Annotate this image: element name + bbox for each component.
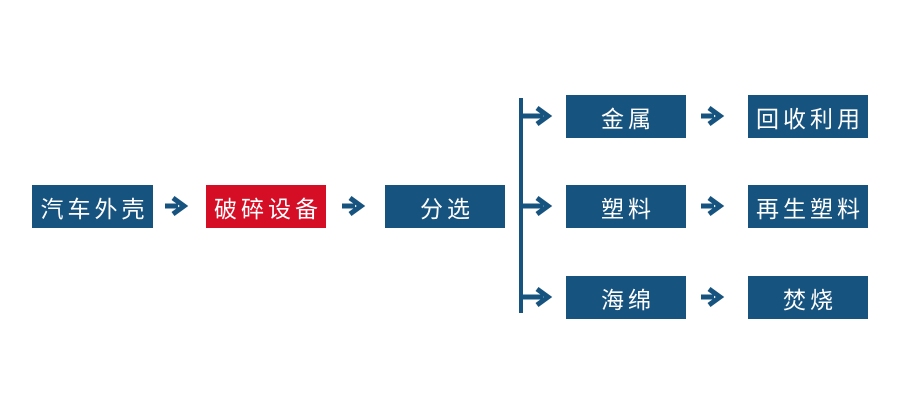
arrow-right-icon <box>165 196 189 216</box>
arrow-right-icon <box>701 287 725 307</box>
branch-arrow-right-icon <box>519 287 553 307</box>
arrow-right-icon <box>701 196 725 216</box>
branch-arrow-right-icon <box>519 196 553 216</box>
node-recycled-plastic: 再生塑料 <box>748 185 868 228</box>
node-sorting: 分选 <box>385 185 505 228</box>
node-incineration: 焚烧 <box>748 276 868 319</box>
arrow-right-icon <box>342 196 366 216</box>
node-crusher: 破碎设备 <box>206 185 326 228</box>
node-car-shell: 汽车外壳 <box>32 185 153 228</box>
arrow-right-icon <box>701 106 725 126</box>
node-sponge: 海绵 <box>566 276 686 319</box>
node-plastic: 塑料 <box>566 185 686 228</box>
branch-arrow-right-icon <box>519 106 553 126</box>
node-recycle-reuse: 回收利用 <box>748 95 868 138</box>
node-metal: 金属 <box>566 95 686 138</box>
